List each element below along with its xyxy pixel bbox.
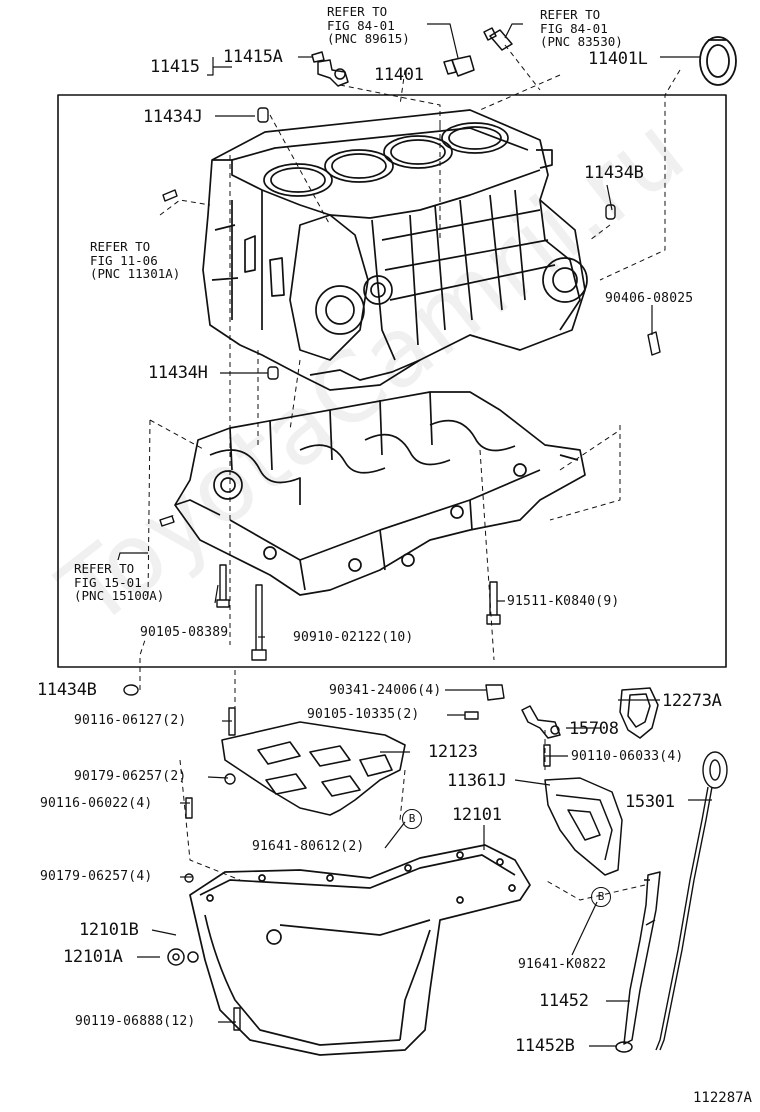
- part-label-90406-08025: 90406-08025: [605, 291, 694, 306]
- refer-fig-15-01: REFER TO FIG 15-01 (PNC 15100A): [74, 561, 165, 603]
- part-label-12273a: 12273A: [662, 691, 722, 711]
- callout-b-dipstick: B: [591, 887, 611, 907]
- part-label-11361j: 11361J: [447, 771, 507, 791]
- dipstick: [655, 751, 728, 1051]
- part-label-90341-24006: 90341-24006(4): [329, 683, 442, 698]
- knock-sensor: [443, 55, 475, 77]
- dipstick-guide: [623, 871, 661, 1045]
- pcv-valve: [521, 705, 561, 739]
- part-label-11401l: 11401L: [588, 49, 648, 69]
- cylinder-block: [202, 109, 588, 391]
- refer-fig-84-01-b: REFER TO FIG 84-01 (PNC 83530): [540, 7, 623, 49]
- part-label-12101: 12101: [452, 805, 502, 825]
- part-label-12101a: 12101A: [63, 947, 123, 967]
- plugs-and-pins: [123, 107, 661, 736]
- oil-strainer: [544, 777, 623, 876]
- part-label-12101b: 12101B: [79, 920, 139, 940]
- part-label-90116-06127: 90116-06127(2): [74, 713, 187, 728]
- part-label-12123: 12123: [428, 742, 478, 762]
- part-label-90910-02122: 90910-02122(10): [293, 630, 414, 645]
- part-label-91511-k0840: 91511-K0840(9): [507, 594, 620, 609]
- assembly-frame: [57, 94, 727, 668]
- refer-fig-11-06: REFER TO FIG 11-06 (PNC 11301A): [90, 239, 181, 281]
- part-label-11434j: 11434J: [143, 107, 203, 127]
- part-label-11434h: 11434H: [148, 363, 208, 383]
- crankshaft-oil-seal: [699, 36, 737, 86]
- part-label-11434b-top: 11434B: [584, 163, 644, 183]
- part-label-90179-06257-a: 90179-06257(2): [74, 769, 187, 784]
- crankcase-stiffener: [174, 391, 586, 596]
- part-label-91641-80612: 91641-80612(2): [252, 839, 365, 854]
- part-label-90105-08389: 90105-08389: [140, 625, 229, 640]
- part-label-90110-06033: 90110-06033(4): [571, 749, 684, 764]
- part-label-11452b: 11452B: [515, 1036, 575, 1056]
- cover-gasket: [619, 687, 659, 739]
- union-fitting: [311, 51, 349, 87]
- oil-baffle-plate: [221, 721, 406, 816]
- part-label-90179-06257-b: 90179-06257(4): [40, 869, 153, 884]
- leader-lines: [117, 23, 712, 1047]
- bolts: [184, 564, 551, 1031]
- drain-plug: [167, 948, 199, 966]
- part-label-11452: 11452: [539, 991, 589, 1011]
- part-label-90119-06888: 90119-06888(12): [75, 1014, 196, 1029]
- part-label-15301: 15301: [625, 792, 675, 812]
- o-ring: [615, 1041, 633, 1053]
- part-label-11401: 11401: [374, 65, 424, 85]
- part-label-11415: 11415: [150, 57, 200, 77]
- part-label-90105-10335: 90105-10335(2): [307, 707, 420, 722]
- figure-number: 112287A: [692, 1090, 752, 1106]
- oil-pan: [189, 844, 531, 1056]
- part-label-91641-k0822: 91641-K0822: [518, 957, 607, 972]
- refer-fig-84-01-a: REFER TO FIG 84-01 (PNC 89615): [327, 4, 410, 46]
- part-label-90116-06022: 90116-06022(4): [40, 796, 153, 811]
- part-label-11434b-low: 11434B: [37, 680, 97, 700]
- part-label-15708: 15708: [569, 719, 619, 739]
- dashed-leaders: [139, 44, 681, 901]
- part-label-11415a: 11415A: [223, 47, 283, 67]
- callout-b-baffle: B: [402, 809, 422, 829]
- oil-pressure-switch: [483, 27, 513, 51]
